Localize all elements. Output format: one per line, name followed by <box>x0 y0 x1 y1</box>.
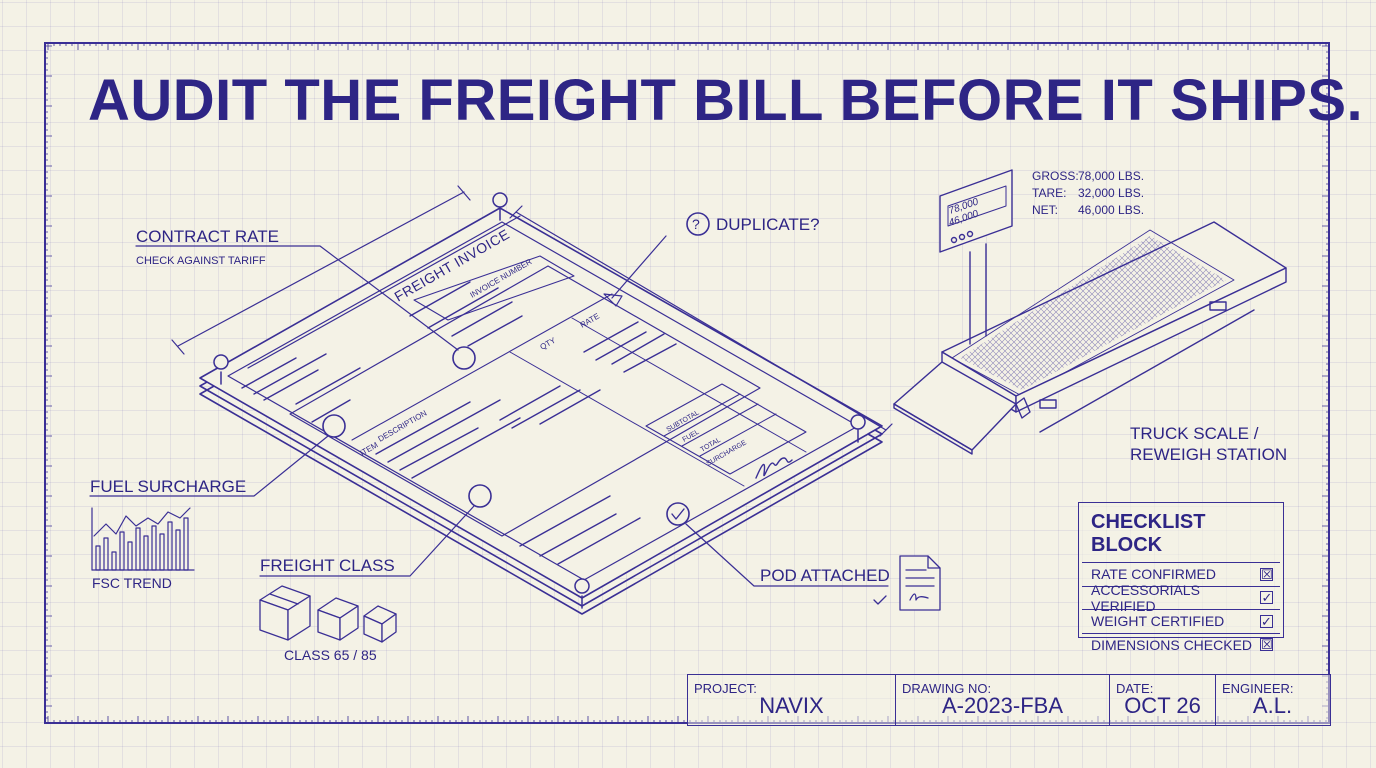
checklist-item: ACCESSORIALS VERIFIED ✓ <box>1082 582 1280 614</box>
title-block-drawing: DRAWING NO: A-2023-FBA <box>896 675 1110 725</box>
checkbox-icon[interactable]: ☒ <box>1260 637 1273 653</box>
checklist-item: WEIGHT CERTIFIED ✓ <box>1082 610 1280 634</box>
pod-document-icon <box>873 555 941 611</box>
weight-row-tare: TARE:32,000 LBS. <box>1032 186 1145 200</box>
freight-class-label: FREIGHT CLASS <box>260 556 395 575</box>
title-block-project: PROJECT: NAVIX <box>688 675 896 725</box>
checklist-item: DIMENSIONS CHECKED ☒ <box>1091 636 1273 653</box>
checkbox-icon[interactable]: ☒ <box>1260 566 1273 582</box>
title-block: PROJECT: NAVIX DRAWING NO: A-2023-FBA DA… <box>687 674 1331 726</box>
checkbox-icon[interactable]: ✓ <box>1260 613 1273 629</box>
checkbox-icon[interactable]: ✓ <box>1260 590 1273 606</box>
fsc-trend-label: FSC TREND <box>92 575 172 591</box>
invoice-sheet <box>199 207 883 599</box>
pushpins <box>213 192 866 609</box>
duplicate-label: DUPLICATE? <box>716 215 820 234</box>
checklist-title: CHECKLIST BLOCK <box>1082 503 1280 563</box>
contract-rate-label: CONTRACT RATE <box>136 227 279 246</box>
checklist-item: RATE CONFIRMED ☒ <box>1082 563 1280 587</box>
scale-weights: GROSS:78,000 LBS. TARE:32,000 LBS. NET:4… <box>1032 168 1144 219</box>
fsc-trend-chart <box>91 507 195 571</box>
pod-attached-label: POD ATTACHED <box>760 566 890 585</box>
checklist-block: CHECKLIST BLOCK RATE CONFIRMED ☒ ACCESSO… <box>1078 502 1284 653</box>
page-title: AUDIT THE FREIGHT BILL BEFORE IT SHIPS. <box>88 68 1364 133</box>
contract-rate-note: CHECK AGAINST TARIFF <box>136 255 266 267</box>
weight-row-gross: GROSS:78,000 LBS. <box>1032 169 1145 183</box>
truck-scale-label: TRUCK SCALE / <box>1130 424 1259 443</box>
question-icon: ? <box>692 216 700 232</box>
weight-row-net: NET:46,000 LBS. <box>1032 203 1145 217</box>
fuel-surcharge-label: FUEL SURCHARGE <box>90 477 247 496</box>
class-values-label: CLASS 65 / 85 <box>284 647 377 663</box>
freight-boxes <box>259 585 397 643</box>
title-block-date: DATE: OCT 26 <box>1110 675 1216 725</box>
title-block-engineer: ENGINEER: A.L. <box>1222 681 1294 718</box>
reweigh-station-label: REWEIGH STATION <box>1130 445 1288 464</box>
